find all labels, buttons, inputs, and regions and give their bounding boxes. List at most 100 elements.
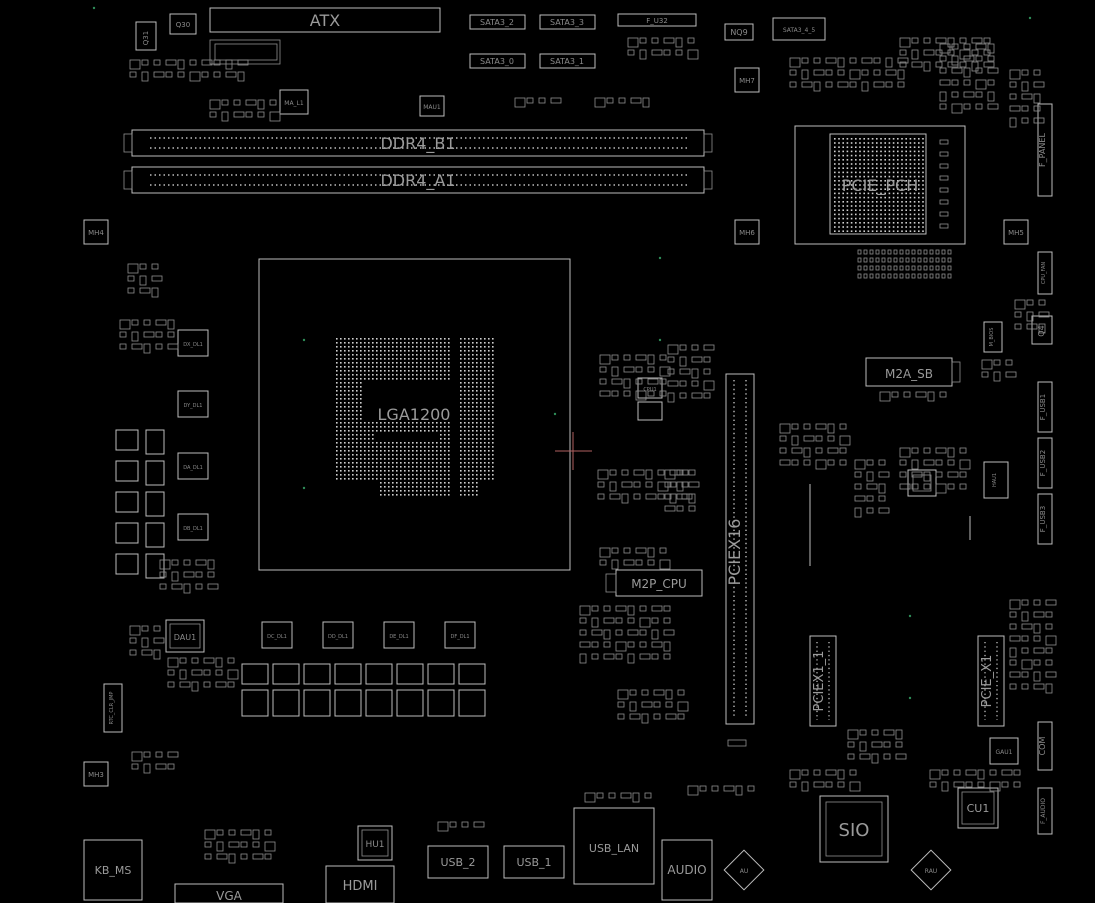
cpu-pin	[416, 350, 418, 352]
usb-lan-port[interactable]: USB_LAN	[573, 807, 655, 885]
cpu-pin	[364, 358, 366, 360]
cpu-pin	[364, 338, 366, 340]
smd-part	[151, 275, 163, 282]
sata-3-3-connector[interactable]: SATA3_3	[539, 14, 596, 30]
smd-part	[203, 681, 211, 688]
vga-port[interactable]: VGA	[174, 883, 284, 903]
pch-ball	[892, 217, 895, 220]
smd-part	[647, 559, 655, 566]
cpu-pin	[424, 474, 426, 476]
ddr4-a1-slot[interactable]: DDR4_A1	[123, 166, 713, 194]
cpu-pin	[488, 386, 490, 388]
f-usb2-header[interactable]: F_USB2	[1037, 437, 1053, 489]
cpu-pin	[476, 458, 478, 460]
smd-part	[688, 481, 700, 488]
pch-ball	[884, 192, 886, 195]
cu1-chip[interactable]: CU1	[957, 787, 999, 829]
smd-part	[935, 471, 943, 478]
f-audio-header[interactable]: F_AUDIO	[1037, 787, 1053, 835]
f-usb3-header[interactable]: F_U32	[617, 13, 697, 27]
pciex1-1-slot[interactable]: PCIEX1_1	[809, 635, 837, 727]
pciex1-2-slot[interactable]: PCIE_X1	[977, 635, 1005, 727]
cpu-fan-header[interactable]: CPU_FAN	[1037, 251, 1053, 295]
vrm-df-dl1: DF_DL1	[444, 621, 476, 649]
pciex16-slot[interactable]: PCIEX16	[725, 373, 755, 725]
cpu-pin	[352, 370, 354, 372]
cpu-pin	[360, 350, 362, 352]
cpu-pin	[372, 346, 374, 348]
cpu-pin	[468, 386, 470, 388]
rtc-clear-jumper[interactable]: RTC_CLR_JMP	[103, 683, 123, 733]
hdmi-port[interactable]: HDMI	[325, 865, 395, 903]
sio-chip[interactable]: SIO	[819, 795, 889, 863]
cpu-pin	[412, 494, 414, 496]
cpu-pin	[336, 378, 338, 380]
cpu-pin	[484, 454, 486, 456]
usb2-port[interactable]: USB_2	[427, 845, 489, 879]
smd-part	[155, 763, 167, 770]
sata-3-2-connector[interactable]: SATA3_2	[469, 14, 526, 30]
pch-ball	[913, 167, 916, 169]
pch-ball	[918, 209, 920, 211]
smd-part	[633, 493, 641, 500]
cpu-pin	[488, 450, 490, 452]
cpu-pin	[404, 370, 406, 372]
audio-jack[interactable]: AUDIO	[661, 839, 713, 901]
sata-3-1-connector[interactable]: SATA3_1	[539, 53, 596, 69]
cpu-pin	[368, 454, 370, 456]
pch-ball	[884, 171, 886, 174]
cpu-pin	[356, 418, 358, 420]
smd-part	[153, 59, 161, 66]
cpu-pin	[336, 338, 338, 340]
f-panel-header[interactable]: F_PANEL	[1037, 103, 1053, 197]
smd-part	[947, 471, 959, 478]
smd-part	[975, 55, 983, 62]
smd-part	[1014, 323, 1022, 330]
vrm-mosfet	[334, 689, 362, 717]
cpu-pin	[400, 370, 402, 372]
cpu-pin	[428, 350, 430, 352]
cpu-pin	[404, 482, 406, 484]
pch-ball	[884, 201, 886, 203]
ddr4-b1-slot[interactable]: DDR4_B1	[123, 129, 713, 157]
pch-ball	[918, 201, 920, 203]
cpu-pin	[344, 350, 346, 352]
smd-part	[1009, 117, 1017, 128]
pch-ball	[842, 184, 844, 186]
smd-part	[1026, 311, 1034, 322]
cpu-pin	[376, 350, 378, 352]
smd-part	[204, 841, 212, 848]
cpu-pin	[424, 486, 426, 488]
com-header[interactable]: COM	[1037, 721, 1053, 771]
smd-part	[947, 37, 955, 48]
sata-3-4-5-connector[interactable]: SATA3_4_5	[772, 17, 826, 41]
pch-chip[interactable]: PCIE_PCH	[794, 125, 966, 245]
atx-connector[interactable]: ATX	[209, 7, 441, 33]
cpu-pin	[468, 398, 470, 400]
cpu-pin	[420, 422, 422, 424]
pch-ball	[880, 138, 882, 140]
m2p-cpu-slot[interactable]: M2P_CPU	[605, 569, 703, 597]
cpu-pin	[428, 490, 430, 492]
pch-ball	[850, 159, 853, 161]
sata-3-0-connector[interactable]: SATA3_0	[469, 53, 526, 69]
cpu-pin	[376, 374, 378, 376]
pch-ball	[888, 142, 891, 144]
cpu-pin	[472, 354, 474, 356]
f-usb1-header[interactable]: F_USB1	[1037, 381, 1053, 433]
pch-ball	[842, 192, 844, 195]
cpu-pin	[436, 338, 438, 340]
f-usb3-header-side[interactable]: F_USB3	[1037, 493, 1053, 545]
cpu-pin	[476, 446, 478, 448]
smd-part	[269, 111, 281, 122]
smd-part	[171, 583, 183, 590]
cpu-pin	[492, 402, 494, 404]
kb-ms-port[interactable]: KB_MS	[83, 839, 143, 901]
m2a-sb-slot[interactable]: M2A_SB	[865, 357, 961, 387]
pch-cap	[881, 265, 886, 271]
pch-ball	[850, 146, 853, 148]
pch-ball	[876, 192, 878, 195]
usb1-port[interactable]: USB_1	[503, 845, 565, 879]
smd-part	[213, 71, 221, 78]
cpu-socket[interactable]: LGA1200	[258, 258, 571, 571]
